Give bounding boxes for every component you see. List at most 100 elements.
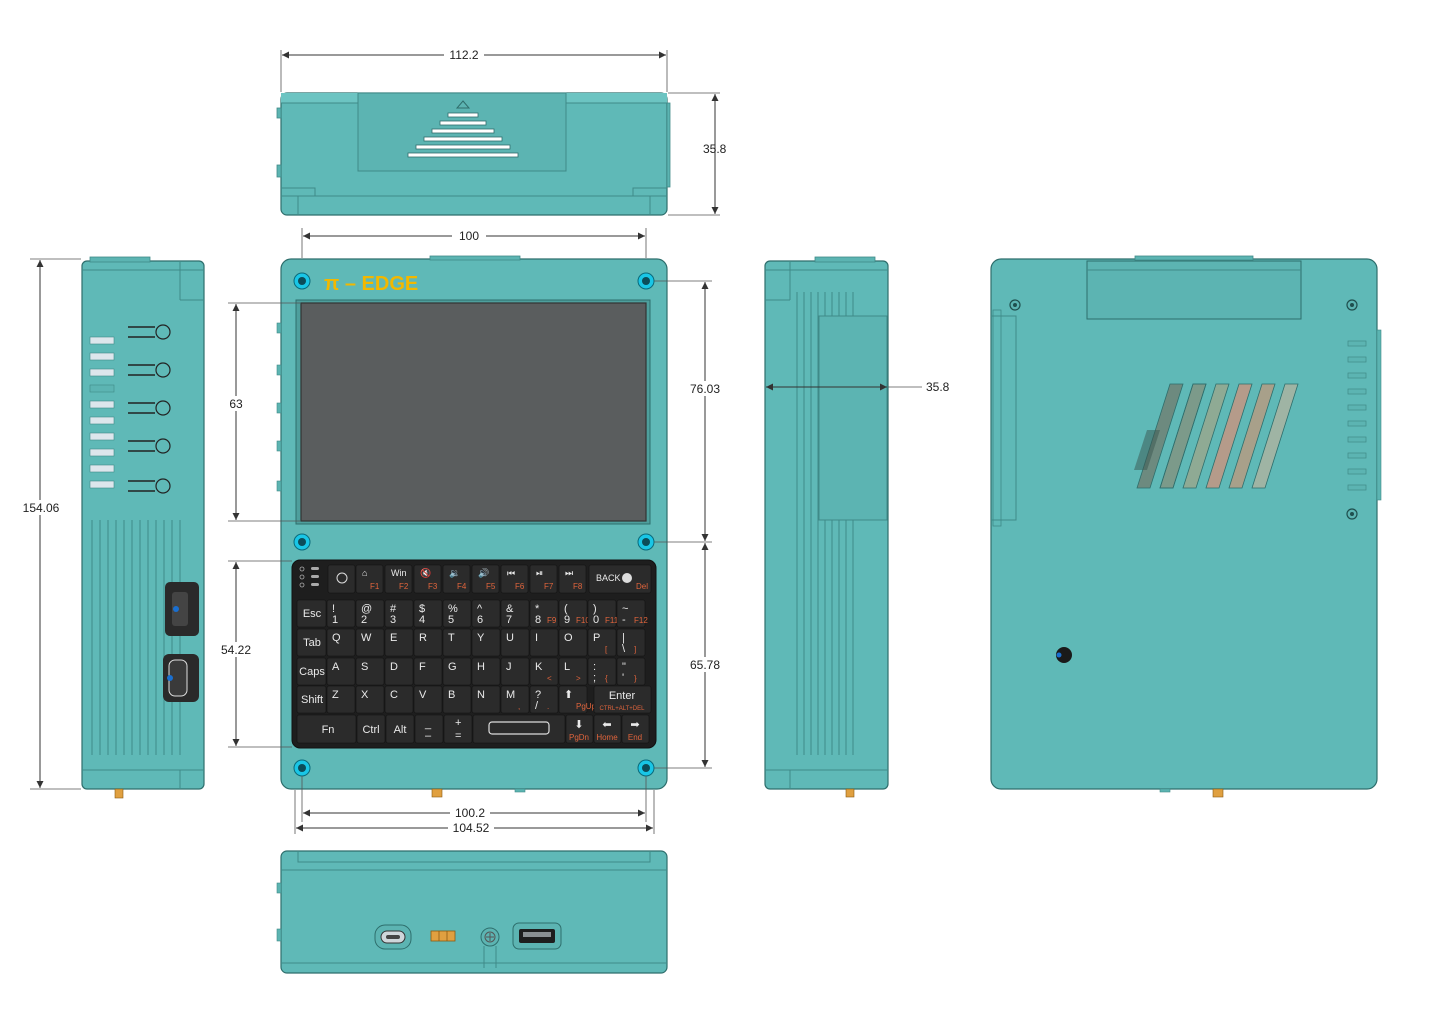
key-row3-3[interactable]: D	[384, 657, 414, 686]
key-row2-3[interactable]: E	[384, 628, 414, 657]
key-label: F6	[515, 582, 525, 591]
key-row2-10[interactable]: P[	[587, 628, 617, 657]
key-row1-11[interactable]: ~-F12	[616, 599, 648, 628]
key-row2-5[interactable]: T	[442, 628, 472, 657]
key-label: ]	[634, 645, 636, 654]
key-row3-10[interactable]: :;{	[587, 657, 617, 686]
back-vent-grille	[1134, 383, 1299, 489]
fn-key[interactable]: Fn	[296, 714, 357, 744]
dim-bottom-inner-width: 100.2	[455, 806, 485, 820]
alt-key[interactable]: Alt	[385, 714, 415, 744]
arrow-key[interactable]: ➡End	[621, 714, 650, 744]
key-row1-4[interactable]: $4	[413, 599, 443, 628]
key-label: Z	[332, 689, 339, 701]
fn-row-key[interactable]: ⏯F7	[529, 564, 558, 594]
key-row1-3[interactable]: #3	[384, 599, 414, 628]
key-row4-3[interactable]: C	[384, 685, 414, 714]
key-label: S	[361, 661, 368, 673]
key-row4-4[interactable]: V	[413, 685, 443, 714]
fn-row-key[interactable]: ⌂F1	[355, 564, 384, 594]
key-row3-4[interactable]: F	[413, 657, 443, 686]
key-row2-0[interactable]: Tab	[296, 628, 327, 657]
key-row3-11[interactable]: "'}	[616, 657, 646, 686]
key-label: T	[448, 632, 455, 644]
brand-logo: π – EDGE	[324, 273, 418, 295]
key-row1-6[interactable]: ^6	[471, 599, 501, 628]
fn-row-key[interactable]: 🔇F3	[413, 564, 442, 594]
dim-bottom-outer-width: 104.52	[453, 821, 490, 835]
side-vent-slots	[89, 336, 115, 489]
key-row4-1[interactable]: Z	[326, 685, 356, 714]
key-label: ;	[593, 672, 596, 684]
ctrl-key[interactable]: Ctrl	[356, 714, 386, 744]
key-row2-11[interactable]: |\]	[616, 628, 646, 657]
fn-row-key[interactable]	[327, 564, 356, 594]
space-key[interactable]	[472, 714, 566, 744]
key-row4-8[interactable]: ?/.	[529, 685, 559, 714]
key-label: "	[622, 661, 626, 673]
fn-row-key[interactable]: 🔉F4	[442, 564, 471, 594]
key-row4-7[interactable]: M,	[500, 685, 530, 714]
key-row4-2[interactable]: X	[355, 685, 385, 714]
key-label: Alt	[394, 724, 407, 736]
key-row2-7[interactable]: U	[500, 628, 530, 657]
key-row1-7[interactable]: &7	[500, 599, 530, 628]
key-row1-5[interactable]: %5	[442, 599, 472, 628]
key-row4-6[interactable]: N	[471, 685, 501, 714]
plus-key[interactable]: +=	[443, 714, 473, 744]
key-row3-8[interactable]: K<	[529, 657, 559, 686]
fn-row-key[interactable]: ⏭F8	[558, 564, 587, 594]
key-row3-7[interactable]: J	[500, 657, 530, 686]
key-label: #	[390, 603, 397, 615]
key-label: ⌂	[362, 568, 367, 578]
key-label: >	[576, 674, 581, 683]
fn-row-key[interactable]: 🔊F5	[471, 564, 500, 594]
key-label: J	[506, 661, 512, 673]
key-label: ?	[535, 689, 541, 701]
key-row3-0[interactable]: Caps	[296, 657, 327, 686]
arrow-key[interactable]: ⬇PgDn	[565, 714, 594, 744]
key-label: (	[564, 603, 568, 615]
key-row2-1[interactable]: Q	[326, 628, 356, 657]
key-row2-8[interactable]: I	[529, 628, 559, 657]
key-row1-0[interactable]: Esc	[296, 599, 327, 628]
key-label: PgDn	[569, 733, 589, 742]
key-row3-2[interactable]: S	[355, 657, 385, 686]
side-ribs	[91, 520, 181, 755]
key-row2-9[interactable]: O	[558, 628, 588, 657]
key-row4-9[interactable]: ⬆PgUp	[558, 685, 597, 714]
key-row4-0[interactable]: Shift	[296, 685, 327, 714]
key-row2-2[interactable]: W	[355, 628, 385, 657]
key-label: 9	[564, 614, 570, 626]
key-row3-9[interactable]: L>	[558, 657, 588, 686]
key-label: Y	[477, 632, 485, 644]
key-label: &	[506, 603, 514, 615]
key-row3-1[interactable]: A	[326, 657, 356, 686]
key-label: L	[564, 661, 570, 673]
key-label: Home	[596, 733, 618, 742]
fn-row-key[interactable]: ⏮F6	[500, 564, 529, 594]
key-row1-2[interactable]: @2	[355, 599, 385, 628]
arrow-key[interactable]: ⬅Home	[593, 714, 622, 744]
underscore-key[interactable]: _–	[414, 714, 444, 744]
key-label: PgUp	[576, 702, 597, 711]
key-label: ⏭	[565, 568, 573, 578]
key-label: Q	[332, 632, 341, 644]
key-row4-5[interactable]: B	[442, 685, 472, 714]
key-row3-5[interactable]: G	[442, 657, 472, 686]
key-label: Enter	[609, 690, 636, 702]
key-label: P	[593, 632, 600, 644]
key-label: N	[477, 689, 485, 701]
key-row2-4[interactable]: R	[413, 628, 443, 657]
key-row3-6[interactable]: H	[471, 657, 501, 686]
key-row2-6[interactable]: Y	[471, 628, 501, 657]
key-label: H	[477, 661, 485, 673]
key-row1-1[interactable]: !1	[326, 599, 356, 628]
